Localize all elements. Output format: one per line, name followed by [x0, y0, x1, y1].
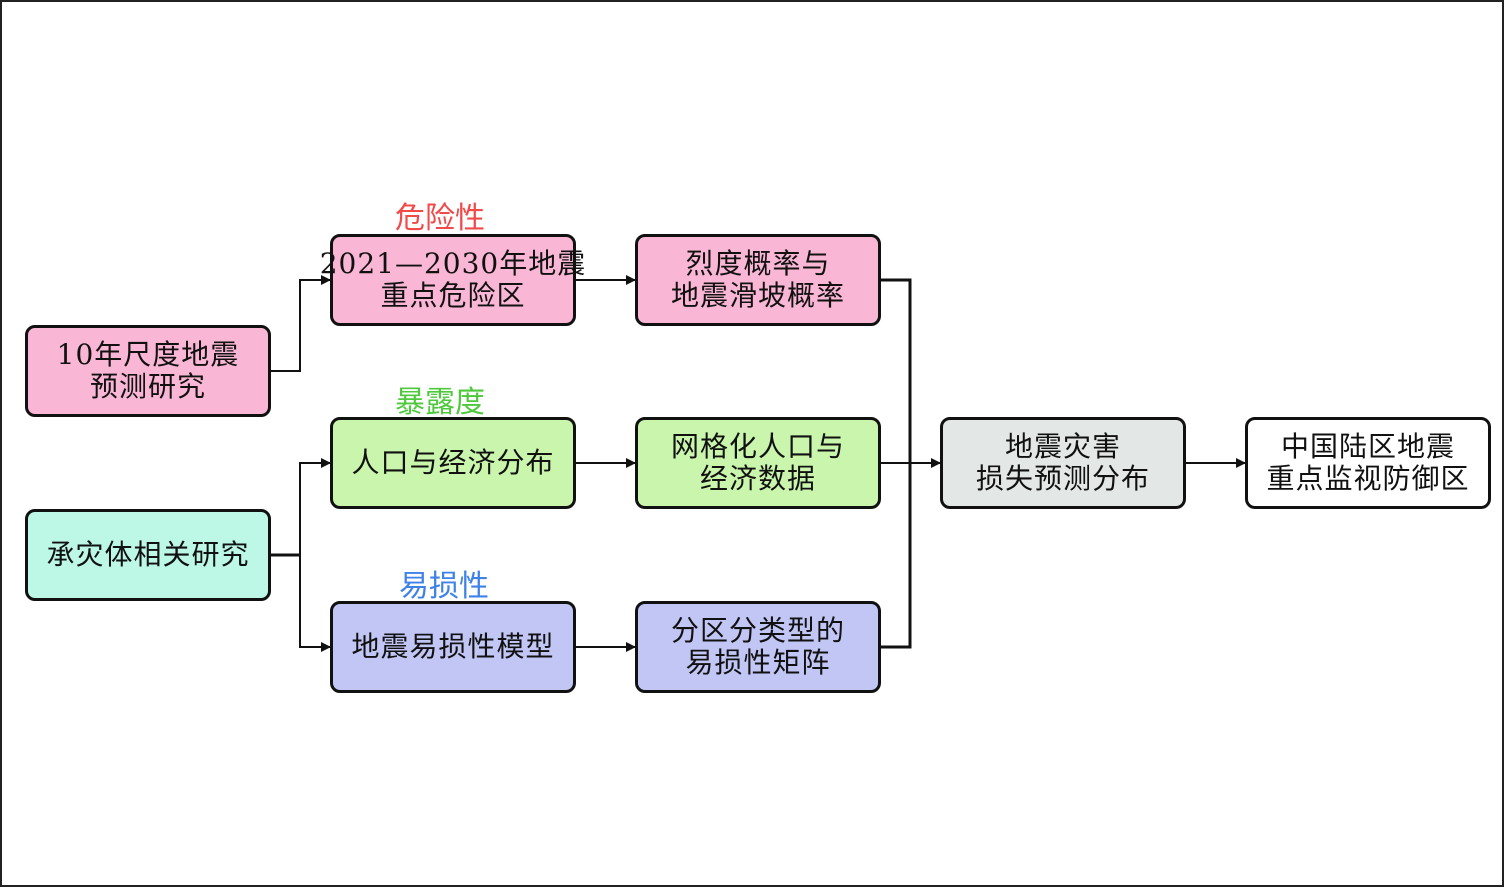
node-grid-data: 网格化人口与 经济数据	[635, 417, 881, 509]
node-intensity-line2: 地震滑坡概率	[670, 279, 845, 312]
connector-forecast-to-riskzone	[270, 275, 331, 372]
node-grid-data-line1: 网格化人口与	[670, 430, 845, 463]
connector-matrix-to-bus	[880, 463, 912, 649]
node-monitor-zone-line2: 重点监视防御区	[1266, 462, 1470, 495]
node-loss-forecast-line2: 损失预测分布	[975, 462, 1150, 495]
node-vuln-matrix: 分区分类型的 易损性矩阵	[635, 601, 881, 693]
node-risk-zone: 2021—2030年地震 重点危险区	[320, 234, 585, 326]
category-exposure-label: 暴露度	[395, 385, 485, 420]
node-monitor-zone-line1: 中国陆区地震	[1280, 430, 1455, 463]
node-forecast-study-line1: 10年尺度地震	[56, 338, 240, 371]
node-intensity-line1: 烈度概率与	[685, 247, 831, 280]
node-vuln-matrix-line1: 分区分类型的	[670, 614, 845, 647]
node-bearing-study: 承灾体相关研究	[25, 509, 271, 601]
category-vulnerability-label: 易损性	[399, 569, 489, 604]
node-pop-econ: 人口与经济分布	[330, 417, 576, 509]
node-vuln-model: 地震易损性模型	[330, 601, 576, 693]
node-intensity: 烈度概率与 地震滑坡概率	[635, 234, 881, 326]
node-monitor-zone: 中国陆区地震 重点监视防御区	[1245, 417, 1491, 509]
node-risk-zone-line1: 2021—2030年地震	[319, 247, 587, 280]
connector-bearing-to-vulnmodel	[299, 555, 331, 652]
node-loss-forecast: 地震灾害 损失预测分布	[940, 417, 1186, 509]
connector-bearing-to-popecon	[299, 458, 331, 555]
node-vuln-matrix-line2: 易损性矩阵	[685, 646, 831, 679]
category-hazard-label: 危险性	[395, 201, 485, 236]
connector-intensity-to-bus	[880, 278, 912, 463]
node-forecast-study: 10年尺度地震 预测研究	[25, 325, 271, 417]
node-vuln-model-line1: 地震易损性模型	[351, 630, 555, 663]
node-pop-econ-line1: 人口与经济分布	[351, 446, 555, 479]
node-loss-forecast-line1: 地震灾害	[1004, 430, 1121, 463]
node-bearing-study-line1: 承灾体相关研究	[46, 538, 250, 571]
node-grid-data-line2: 经济数据	[699, 462, 816, 495]
node-risk-zone-line2: 重点危险区	[380, 279, 526, 312]
node-forecast-study-line2: 预测研究	[89, 370, 206, 403]
